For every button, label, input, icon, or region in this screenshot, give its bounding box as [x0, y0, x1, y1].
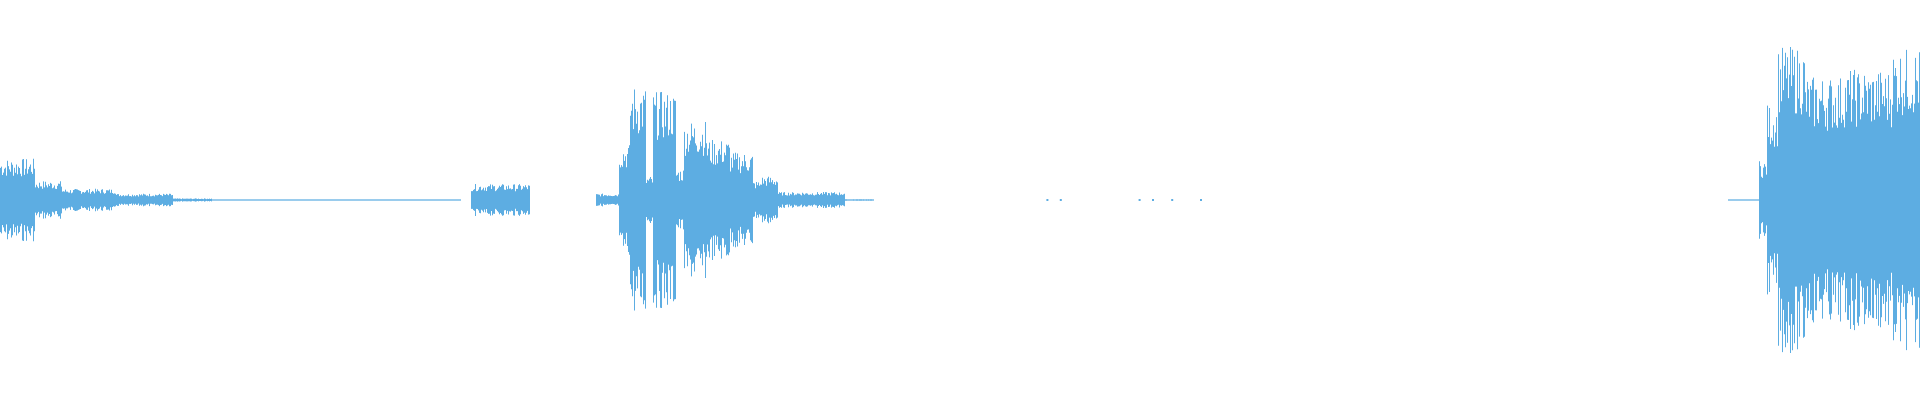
waveform-speck [1138, 199, 1141, 201]
waveform-speck [1046, 199, 1049, 201]
waveform-speck [1171, 199, 1174, 201]
waveform-speck [1059, 199, 1062, 201]
waveform-signal [0, 47, 1920, 353]
waveform-speck [1200, 199, 1202, 201]
waveform-bars [0, 47, 1920, 353]
waveform-speck [1152, 199, 1154, 201]
